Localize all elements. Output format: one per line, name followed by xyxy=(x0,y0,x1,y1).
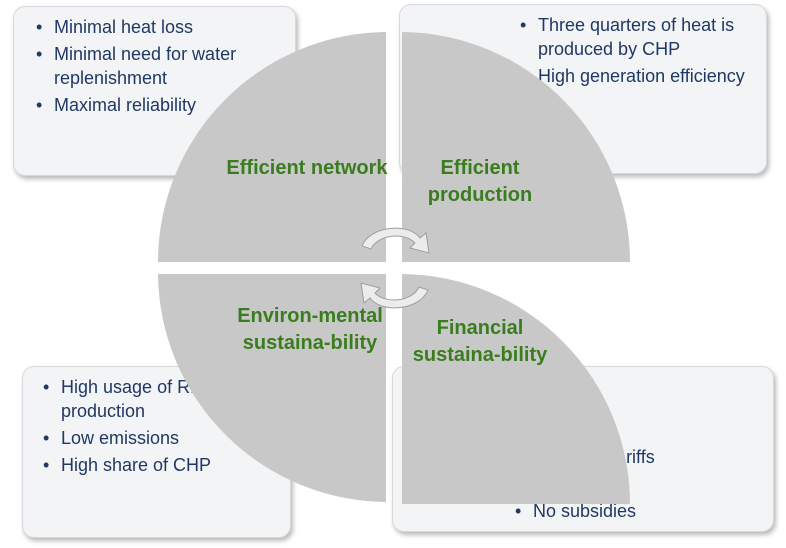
list-item: Low emissions xyxy=(39,426,279,450)
list-item: No subsidies xyxy=(511,499,751,523)
efficient-production-title: Efficient production xyxy=(427,157,533,206)
list-item: Three quarters of heat is produced by CH… xyxy=(516,13,762,61)
environmental-sustainability-title: Environ-mental sustaina-bility xyxy=(237,305,383,354)
list-item: Minimal need for water replenishment xyxy=(32,42,282,90)
list-item: Maximal reliability xyxy=(32,93,282,117)
efficient-network-title: Efficient network xyxy=(226,157,388,179)
list-item: Minimal heat loss xyxy=(32,15,282,39)
quadrant-bottom-left xyxy=(158,274,386,502)
quadrant-top-left xyxy=(158,32,386,262)
circular-arrows-icon xyxy=(360,227,430,309)
list-item: High share of CHP xyxy=(39,453,279,477)
quadrant-top-right xyxy=(402,32,630,262)
quadrant-bottom-right xyxy=(402,274,630,504)
financial-sustainability-title: Financial sustaina-bility xyxy=(412,317,548,366)
top-left-bullet-list: Minimal heat loss Minimal need for water… xyxy=(32,15,282,120)
